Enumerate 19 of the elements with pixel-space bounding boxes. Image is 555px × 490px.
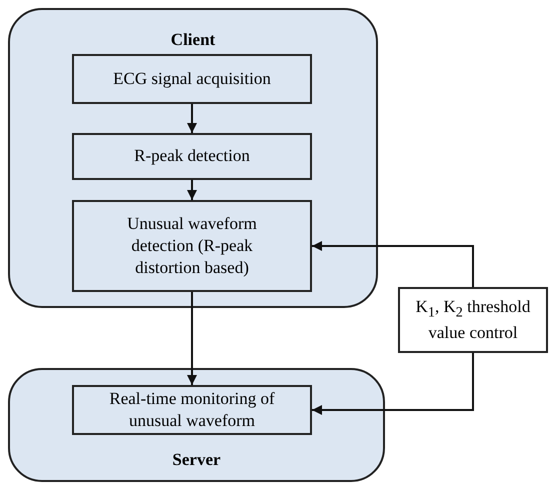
box-label: Unusual waveform detection (R-peak distortion based): [126, 212, 258, 280]
box-label: ECG signal acquisition: [113, 68, 271, 90]
arrow: [187, 180, 197, 200]
arrow: [187, 104, 197, 133]
group-title: Server: [171, 450, 222, 470]
process-box: [72, 54, 312, 104]
arrow: [312, 241, 474, 287]
group-panel: [8, 368, 385, 482]
arrow: [312, 353, 474, 415]
process-box: [72, 200, 312, 292]
box-label: Real-time monitoring of unusual waveform: [108, 388, 276, 432]
arrow: [187, 292, 197, 385]
group-title: Client: [170, 30, 216, 50]
process-box: [398, 287, 548, 353]
process-box: [72, 133, 312, 180]
group-panel: [8, 8, 378, 308]
box-label: K$_{1}$, K$_{2}$ threshold value control: [414, 296, 532, 344]
box-label: R-peak detection: [134, 145, 250, 168]
process-box: [72, 385, 312, 435]
